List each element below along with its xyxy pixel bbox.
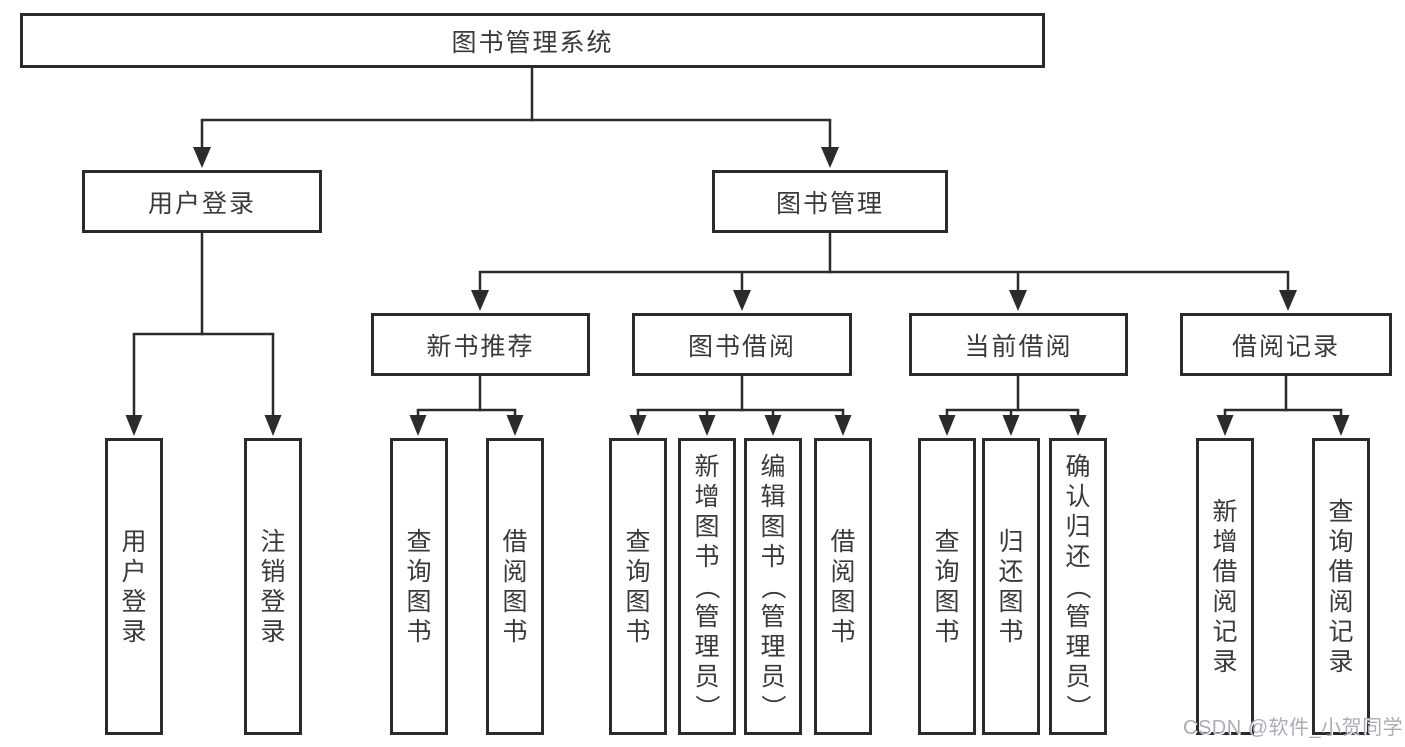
leaf-bb-add-books-admin: 新增图书（管理员） <box>678 438 736 735</box>
leaf-cb-return-books: 归还图书 <box>982 438 1040 735</box>
node-borrowing-records: 借阅记录 <box>1180 313 1392 376</box>
watermark: CSDN @软件_小贺同学 <box>1183 717 1404 739</box>
node-user-login-label: 用户登录 <box>147 189 256 218</box>
leaf-bb-edit-books-admin: 编辑图书（管理员） <box>744 438 802 735</box>
node-book-borrowing: 图书借阅 <box>632 313 852 376</box>
node-current-borrowing-label: 当前借阅 <box>964 332 1073 361</box>
leaf-cb-query-books: 查询图书 <box>918 438 976 735</box>
node-root: 图书管理系统 <box>20 13 1045 68</box>
node-new-book-recommend-label: 新书推荐 <box>426 332 535 361</box>
node-user-login: 用户登录 <box>82 170 322 233</box>
node-root-label: 图书管理系统 <box>451 28 614 57</box>
node-new-book-recommend: 新书推荐 <box>371 313 590 376</box>
leaf-nb-query-books: 查询图书 <box>390 438 448 735</box>
leaf-nb-borrow-books: 借阅图书 <box>486 438 544 735</box>
node-book-borrowing-label: 图书借阅 <box>687 332 796 361</box>
node-current-borrowing: 当前借阅 <box>909 313 1128 376</box>
leaf-bb-borrow-books: 借阅图书 <box>814 438 872 735</box>
leaf-user-login: 用户登录 <box>105 438 163 735</box>
leaf-logout: 注销登录 <box>244 438 302 735</box>
node-book-management-label: 图书管理 <box>775 189 884 218</box>
leaf-bb-query-books: 查询图书 <box>609 438 667 735</box>
node-book-management: 图书管理 <box>712 170 948 233</box>
leaf-br-query-record: 查询借阅记录 <box>1312 438 1370 735</box>
node-borrowing-records-label: 借阅记录 <box>1231 332 1340 361</box>
leaf-br-add-record: 新增借阅记录 <box>1196 438 1254 735</box>
leaf-cb-confirm-return-admin: 确认归还（管理员） <box>1049 438 1107 735</box>
